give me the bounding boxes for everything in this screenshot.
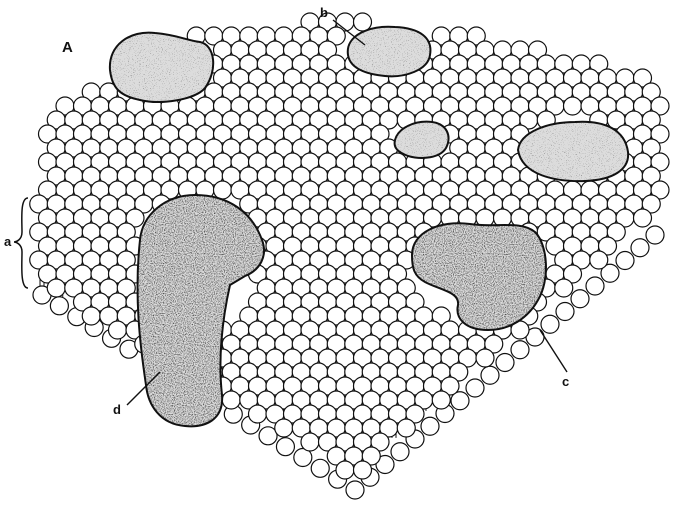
top-head <box>476 349 494 367</box>
label-b: b <box>320 6 328 19</box>
top-head <box>47 279 65 297</box>
bottom-head <box>311 459 329 477</box>
bilayer-brace <box>14 198 28 288</box>
top-head <box>354 13 372 31</box>
bottom-head <box>646 226 664 244</box>
top-head <box>301 433 319 451</box>
top-head <box>634 209 652 227</box>
protein-stipple <box>110 33 213 102</box>
top-head <box>275 419 293 437</box>
top-head <box>397 419 415 437</box>
bottom-head <box>496 354 514 372</box>
top-head <box>564 97 582 115</box>
protein-b <box>348 27 431 77</box>
bottom-head <box>276 438 294 456</box>
top-head <box>590 251 608 269</box>
top-head <box>354 461 372 479</box>
top-head <box>336 461 354 479</box>
bottom-head <box>586 277 604 295</box>
top-head <box>214 181 232 199</box>
label-c: c <box>562 375 569 388</box>
bottom-head <box>466 379 484 397</box>
bottom-head <box>421 417 439 435</box>
bottom-head <box>346 481 364 499</box>
label-d: d <box>113 403 121 416</box>
panel-label: A <box>62 40 73 55</box>
bottom-head <box>541 315 559 333</box>
top-head <box>555 279 573 297</box>
top-head <box>432 391 450 409</box>
bottom-head <box>631 239 649 257</box>
protein-right <box>518 122 628 181</box>
bottom-head <box>616 252 634 270</box>
bottom-head <box>511 341 529 359</box>
top-head <box>249 405 267 423</box>
protein-top-left <box>110 33 213 102</box>
leader-c <box>540 330 567 372</box>
top-head <box>222 391 240 409</box>
bottom-head <box>571 290 589 308</box>
bottom-head <box>481 366 499 384</box>
bottom-head <box>50 297 68 315</box>
top-head <box>82 307 100 325</box>
bottom-head <box>556 303 574 321</box>
bottom-head <box>391 443 409 461</box>
top-head <box>109 321 127 339</box>
label-a: a <box>4 235 11 248</box>
